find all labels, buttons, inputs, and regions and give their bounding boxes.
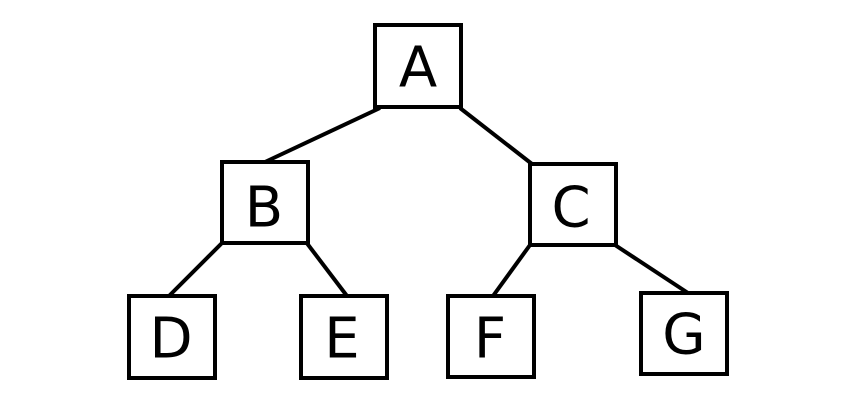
node-g: G xyxy=(639,291,729,376)
edge-b-e xyxy=(304,240,349,298)
edge-c-g xyxy=(613,243,690,295)
node-b-box xyxy=(220,160,310,245)
node-a-label: A xyxy=(399,36,437,101)
tree-nodes: A B C D E F G xyxy=(127,23,729,380)
node-a-box xyxy=(373,23,463,109)
node-b: B xyxy=(220,160,310,245)
node-d: D xyxy=(127,294,217,380)
tree-edges xyxy=(166,106,690,299)
edge-a-c xyxy=(458,106,534,166)
node-e-label: E xyxy=(324,307,359,372)
node-e-box xyxy=(299,294,389,380)
edge-b-d xyxy=(166,240,225,299)
node-c-label: C xyxy=(551,176,590,241)
node-a: A xyxy=(373,23,463,109)
node-c: C xyxy=(528,162,618,247)
node-g-label: G xyxy=(662,303,705,368)
edge-c-f xyxy=(491,243,532,298)
node-d-label: D xyxy=(149,307,192,372)
node-g-box xyxy=(639,291,729,376)
node-b-label: B xyxy=(245,176,283,241)
node-f-box xyxy=(446,294,536,379)
node-f-label: F xyxy=(474,307,506,372)
edge-a-b xyxy=(264,106,381,164)
node-e: E xyxy=(299,294,389,380)
node-c-box xyxy=(528,162,618,247)
node-f: F xyxy=(446,294,536,379)
node-d-box xyxy=(127,294,217,380)
